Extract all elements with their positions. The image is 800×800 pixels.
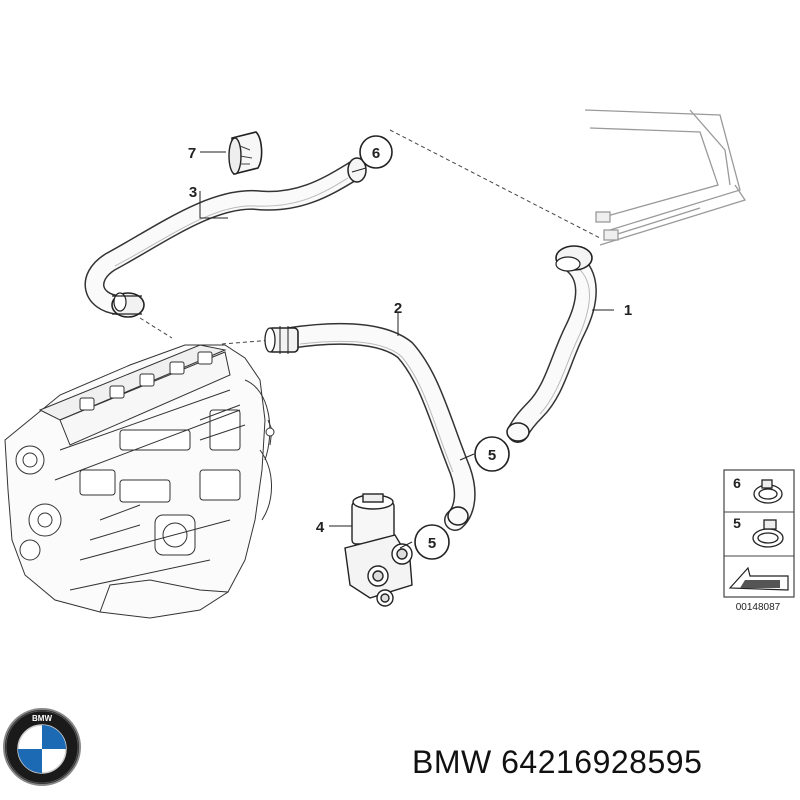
hose-clamp-icon xyxy=(753,479,783,504)
svg-text:5: 5 xyxy=(428,535,436,552)
brand-name: BMW xyxy=(412,744,492,780)
part-caption: BMW 64216928595 xyxy=(412,744,792,781)
svg-text:5: 5 xyxy=(733,515,741,531)
svg-text:6: 6 xyxy=(733,475,741,491)
svg-text:4: 4 xyxy=(316,519,325,536)
callout-4: 4 xyxy=(316,519,325,536)
svg-text:BMW: BMW xyxy=(32,714,52,723)
legend-item-6: 6 xyxy=(733,475,783,504)
hose-1-end-clamp xyxy=(506,422,530,442)
hose-3 xyxy=(84,160,365,315)
legend-item-5: 5 xyxy=(733,515,784,548)
hose-1-clamp xyxy=(555,245,593,272)
hose-3-end-clamp xyxy=(347,157,367,183)
svg-text:7: 7 xyxy=(188,145,196,162)
callout-3: 3 xyxy=(189,184,197,201)
hose-2-end-clamp xyxy=(447,506,469,526)
clip-part-7 xyxy=(228,131,263,176)
callout-5-upper: 5 xyxy=(474,436,510,472)
svg-text:5: 5 xyxy=(488,447,496,464)
svg-text:6: 6 xyxy=(372,145,380,162)
hose-3-clamp xyxy=(111,292,145,318)
part-number: 64216928595 xyxy=(501,744,703,780)
hose-1 xyxy=(507,251,597,443)
legend-panel: 6 5 00148087 xyxy=(723,469,795,613)
callout-7: 7 xyxy=(188,145,196,162)
hose-2-connector xyxy=(264,326,299,354)
diagram-code: 00148087 xyxy=(736,602,781,613)
bmw-logo: BMW xyxy=(3,708,81,786)
leader-lines xyxy=(139,129,601,345)
callout-2: 2 xyxy=(394,300,402,317)
callout-6: 6 xyxy=(359,135,393,169)
spring-clamp-icon xyxy=(752,519,784,548)
callout-leaders xyxy=(199,151,614,549)
engine-block xyxy=(4,344,275,619)
hose-2 xyxy=(279,322,476,531)
callout-5-lower: 5 xyxy=(414,524,450,560)
callout-1: 1 xyxy=(624,302,632,319)
assembly-direction-arrow-icon xyxy=(728,566,789,591)
svg-text:1: 1 xyxy=(624,302,632,319)
heater-pipes xyxy=(584,109,747,246)
svg-text:2: 2 xyxy=(394,300,402,317)
svg-text:3: 3 xyxy=(189,184,197,201)
valve-part-4 xyxy=(344,493,413,607)
